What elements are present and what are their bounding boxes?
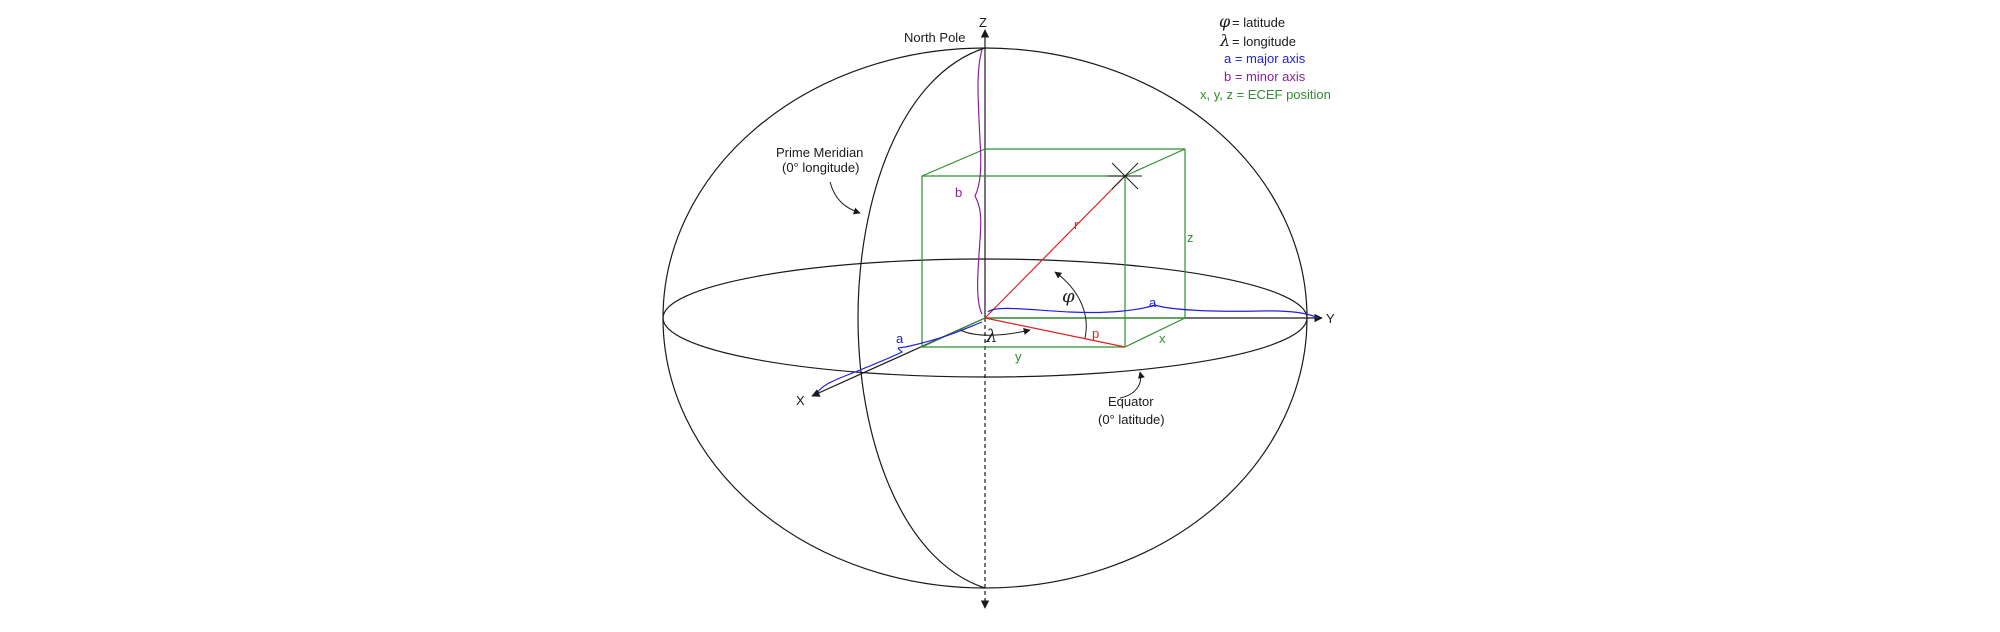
p-vector (984, 317, 1126, 348)
legend-phi-symbol: φ (1219, 12, 1231, 31)
b-label: b (955, 185, 962, 200)
prime-meridian-leader (829, 181, 861, 215)
equator-leader (1119, 371, 1145, 399)
prime-meridian-sublabel: (0° longitude) (782, 160, 859, 175)
north-pole-label: North Pole (904, 30, 965, 45)
a-major-label: a (1149, 295, 1157, 310)
legend-xyz-text: x, y, z = ECEF position (1200, 87, 1331, 102)
minor-axis-brace (974, 49, 983, 315)
phi-label: φ (1062, 286, 1075, 307)
lambda-label: λ (985, 326, 997, 347)
x-component-label: x (1159, 331, 1166, 346)
a-x-label: a (896, 331, 904, 346)
z-axis-label: Z (979, 15, 987, 30)
r-label: r (1074, 217, 1079, 232)
longitude-angle-arc (959, 328, 1031, 336)
z-component-label: z (1187, 230, 1194, 245)
y-component-label: y (1015, 349, 1022, 364)
latitude-angle-arc (1054, 271, 1087, 339)
legend-a-text: a = major axis (1224, 51, 1306, 66)
legend-lambda-symbol: λ (1219, 31, 1230, 50)
prime-meridian-label: Prime Meridian (776, 145, 863, 160)
major-axis-brace-x (817, 321, 983, 393)
r-vector (984, 175, 1126, 319)
legend-b-text: b = minor axis (1224, 69, 1306, 84)
ecef-box (921, 148, 1186, 348)
ecef-point-marker (1108, 162, 1142, 190)
equator-sublabel: (0° latitude) (1098, 412, 1165, 427)
x-axis-label: X (796, 393, 805, 408)
prime-meridian-arc (857, 47, 986, 589)
legend-phi-text: = latitude (1232, 15, 1285, 30)
legend: φ = latitude λ = longitude a = major axi… (1200, 12, 1331, 102)
y-axis-label: Y (1326, 311, 1335, 326)
equator-label: Equator (1108, 394, 1154, 409)
legend-lambda-text: = longitude (1232, 34, 1296, 49)
p-label: p (1092, 326, 1099, 341)
major-axis-brace-y (987, 304, 1319, 319)
